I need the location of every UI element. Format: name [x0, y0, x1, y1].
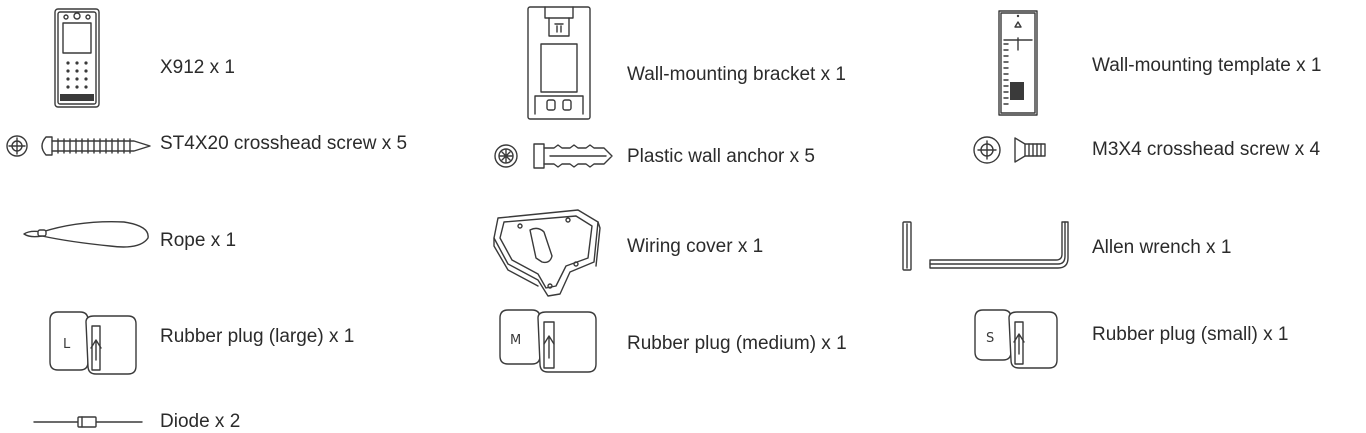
bracket-icon — [527, 6, 591, 120]
screw-icon — [6, 134, 154, 158]
item-label-diode: Diode x 2 — [160, 411, 241, 432]
item-label-plug-small: Rubber plug (small) x 1 — [1092, 324, 1289, 345]
plug-letter-large: L — [63, 337, 71, 352]
plug-letter-medium: M — [510, 333, 521, 348]
diode-icon — [32, 414, 144, 430]
item-label-allen-wrench: Allen wrench x 1 — [1092, 237, 1232, 258]
item-label-wiring-cover: Wiring cover x 1 — [627, 236, 764, 257]
wiring-cover-icon — [490, 208, 606, 300]
item-label-plug-medium: Rubber plug (medium) x 1 — [627, 333, 847, 354]
plug-letter-small: S — [986, 331, 994, 346]
rubber-plug-icon: S — [971, 306, 1061, 370]
rubber-plug-icon: M — [496, 306, 600, 376]
item-label-template: Wall-mounting template x 1 — [1092, 55, 1322, 76]
item-label-x912: X912 x 1 — [160, 57, 235, 78]
anchor-icon — [492, 139, 616, 173]
door-station-icon — [54, 8, 100, 108]
item-label-wall-anchor: Plastic wall anchor x 5 — [627, 146, 815, 167]
item-label-rope: Rope x 1 — [160, 230, 237, 251]
rope-icon — [20, 216, 154, 252]
allen-wrench-icon — [900, 220, 1072, 272]
rubber-plug-icon: L — [46, 308, 140, 378]
item-label-bracket: Wall-mounting bracket x 1 — [627, 64, 846, 85]
item-label-st4x20-screw: ST4X20 crosshead screw x 5 — [160, 133, 408, 154]
item-label-m3x4-screw: M3X4 crosshead screw x 4 — [1092, 139, 1321, 160]
template-icon — [998, 10, 1038, 116]
item-label-plug-large: Rubber plug (large) x 1 — [160, 326, 355, 347]
small-screw-icon — [973, 135, 1053, 165]
